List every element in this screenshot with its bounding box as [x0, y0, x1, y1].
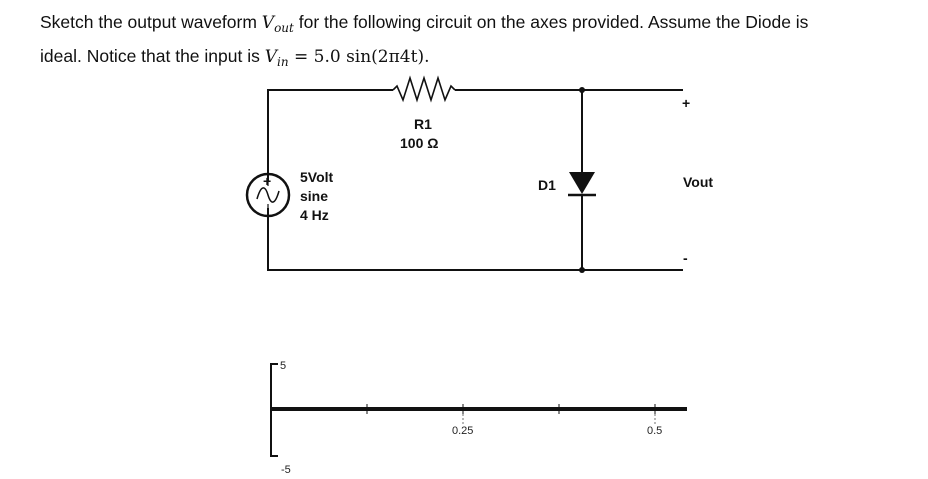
diode-name: D1	[538, 177, 556, 193]
output-minus: -	[683, 250, 688, 266]
x-axis-label-05: 0.5	[647, 425, 662, 437]
wire-bottom	[267, 208, 683, 271]
resistor-value: 100 Ω	[400, 135, 438, 151]
diode-triangle	[569, 172, 595, 194]
diode-d1	[568, 172, 596, 197]
sketch-axes	[270, 363, 687, 457]
question-text: Sketch the output waveform Vout for the …	[40, 8, 920, 76]
output-label: Vout	[683, 174, 713, 190]
ac-source: +	[245, 172, 291, 218]
vout-symbol: Vout	[261, 13, 294, 35]
sine-wave-icon	[256, 187, 280, 203]
junction-top	[579, 87, 585, 93]
x-axis-label-025: 0.25	[452, 425, 473, 437]
resistor-r1	[392, 75, 456, 103]
question-line-2: ideal. Notice that the input is Vin = 5.…	[40, 46, 430, 69]
source-type: sine	[300, 188, 328, 204]
ac-source-plus: +	[263, 173, 271, 189]
y-axis-bottom-label: -5	[281, 464, 291, 476]
resistor-name: R1	[414, 116, 432, 132]
y-axis-top-label: 5	[280, 360, 286, 372]
vin-equation: Vin = 5.0 sin(2π4t).	[264, 47, 430, 69]
source-amplitude: 5Volt	[300, 169, 334, 185]
circuit-diagram	[267, 75, 683, 271]
wire-top-left	[267, 89, 393, 182]
junction-bottom	[579, 267, 585, 273]
question-line-1: Sketch the output waveform Vout for the …	[40, 12, 809, 35]
source-frequency: 4 Hz	[300, 207, 329, 223]
output-plus: +	[682, 95, 690, 111]
